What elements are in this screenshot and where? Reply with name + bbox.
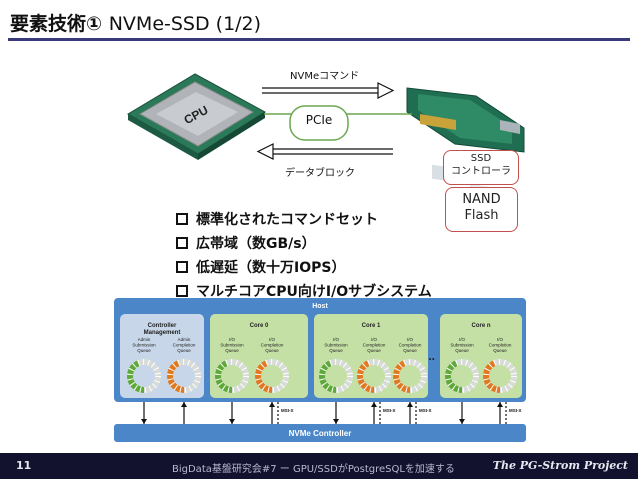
pcie-illustration: CPU xyxy=(127,73,525,198)
ssd-controller-line1: SSD xyxy=(470,153,492,164)
queue-group-title: Core 0 xyxy=(250,323,269,329)
queue-ring-fill xyxy=(215,359,249,393)
checkbox-bullet-icon xyxy=(176,261,188,273)
queue-ring-fill xyxy=(255,359,289,393)
queue-ring-fill xyxy=(357,359,391,393)
feature-list: 標準化されたコマンドセット 広帯域（数GB/s） 低遅延（数十万IOPS） マル… xyxy=(176,207,432,303)
checkbox-bullet-icon xyxy=(176,285,188,297)
nvme-command-label: NVMeコマンド xyxy=(290,71,360,82)
queue-group-panel xyxy=(314,314,428,398)
command-arrow-icon xyxy=(262,82,395,99)
nand-flash-box: NAND Flash xyxy=(445,187,518,232)
ssd-controller-line2: コントローラ xyxy=(451,165,511,177)
queue-ring-ticks xyxy=(127,359,161,393)
msix-label: MSI-X xyxy=(509,408,522,413)
submission-arrow-head xyxy=(459,419,465,424)
slide-footer: 11 BigData基盤研究会#7 ー GPU/SSDがPostgreSQLを加… xyxy=(0,453,638,479)
pcie-label: PCIe xyxy=(305,113,333,127)
completion-arrow-head xyxy=(497,402,503,407)
msix-label: MSI-X xyxy=(419,408,432,413)
queue-ring-fill xyxy=(445,359,479,393)
list-item-text: 標準化されたコマンドセット xyxy=(196,212,378,228)
queue-ring-fill xyxy=(483,359,517,393)
msix-label: MSI-X xyxy=(281,408,294,413)
queue-group-title: Core 1 xyxy=(362,323,381,329)
nvme-controller-bar xyxy=(114,424,526,442)
nvme-controller-label: NVMe Controller xyxy=(289,429,352,438)
completion-arrow-head xyxy=(371,402,377,407)
msix-label: MSI-X xyxy=(383,408,396,413)
cpu-chip-icon xyxy=(127,73,266,160)
title-prefix: 要素技術① xyxy=(10,13,103,35)
nand-flash-line1: NAND xyxy=(462,192,501,207)
checkbox-bullet-icon xyxy=(176,237,188,249)
title-rule xyxy=(8,38,630,41)
list-item: マルチコアCPU向けI/Oサブシステム xyxy=(176,279,432,303)
queue-ring-ticks xyxy=(255,359,289,393)
list-item: 広帯域（数GB/s） xyxy=(176,231,432,255)
page-number: 11 xyxy=(16,459,32,472)
completion-arrow-head xyxy=(269,402,275,407)
completion-arrow-head xyxy=(407,402,413,407)
list-item-text: 低遅延（数十万IOPS） xyxy=(196,260,346,276)
queue-ring-ticks xyxy=(319,359,353,393)
cores-ellipsis: ... xyxy=(425,349,435,363)
list-item: 標準化されたコマンドセット xyxy=(176,207,432,231)
queue-ring-fill xyxy=(127,359,161,393)
queue-ring-ticks xyxy=(357,359,391,393)
queue-ring-fill xyxy=(167,359,201,393)
completion-arrow-head xyxy=(181,402,187,407)
project-name: The PG-Strom Project xyxy=(492,459,628,472)
submission-arrow-head xyxy=(229,419,235,424)
nand-flash-line2: Flash xyxy=(464,208,499,224)
event-name: BigData基盤研究会#7 ー GPU/SSDがPostgreSQLを加速する xyxy=(172,464,455,475)
queue-group-title: Core n xyxy=(471,323,490,329)
title-suffix: NVMe-SSD (1/2) xyxy=(108,13,262,35)
pcie-bubble xyxy=(289,105,349,141)
ssd-controller-box: SSD コントローラ xyxy=(443,150,519,185)
host-label: Host xyxy=(312,303,328,310)
queue-group-panel xyxy=(440,314,522,398)
list-item-text: 広帯域（数GB/s） xyxy=(196,236,316,252)
submission-arrow-head xyxy=(333,419,339,424)
slide-title: 要素技術① NVMe-SSD (1/2) xyxy=(10,9,261,36)
queue-ring-fill xyxy=(393,359,427,393)
queue-ring-ticks xyxy=(393,359,427,393)
queue-group-panel xyxy=(120,314,204,398)
queue-ring-ticks xyxy=(167,359,201,393)
data-arrow-icon xyxy=(256,143,393,160)
queue-ring-ticks xyxy=(445,359,479,393)
list-item: 低遅延（数十万IOPS） xyxy=(176,255,432,279)
data-block-label: データブロック xyxy=(285,168,355,179)
submission-arrow-head xyxy=(141,419,147,424)
queue-ring-ticks xyxy=(215,359,249,393)
queue-ring-ticks xyxy=(483,359,517,393)
list-item-text: マルチコアCPU向けI/Oサブシステム xyxy=(196,284,432,300)
checkbox-bullet-icon xyxy=(176,213,188,225)
queue-ring-fill xyxy=(319,359,353,393)
